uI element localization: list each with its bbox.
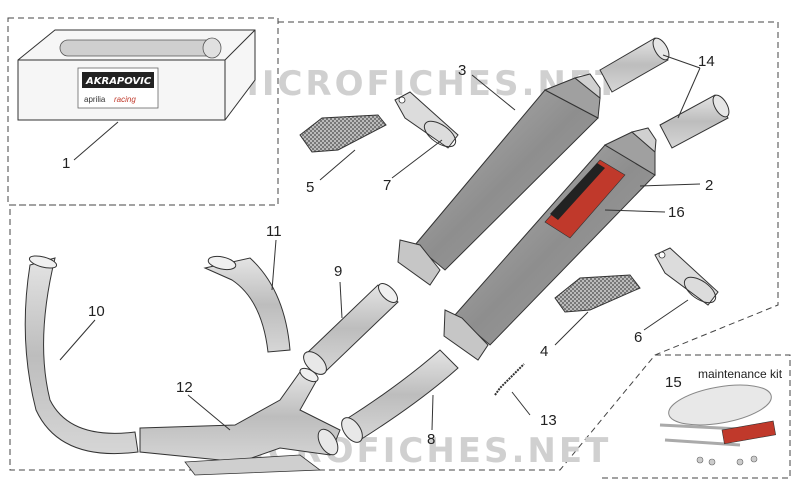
callout-9: 9 [334, 263, 342, 280]
callout-12: 12 [176, 379, 193, 396]
carbon-bracket-5 [299, 114, 387, 153]
callout-11: 11 [266, 223, 282, 240]
callout-4: 4 [540, 343, 548, 360]
box-logo-maker: aprilia [84, 95, 106, 104]
dashed-outline-maintenance-kit [600, 354, 791, 479]
header-pipe-10 [24, 255, 139, 455]
callout-7: 7 [383, 177, 391, 194]
callout-6: 6 [634, 329, 642, 346]
callout-1: 1 [62, 155, 70, 172]
maintenance-kit-label: maintenance kit [698, 367, 783, 381]
link-pipe-9 [303, 283, 399, 375]
callout-2: 2 [705, 177, 713, 194]
callout-13: 13 [540, 412, 557, 429]
end-tip-lower [659, 94, 730, 149]
box-logo-line: racing [114, 95, 136, 104]
muffler-upper [397, 73, 601, 286]
maintenance-kit-contents [659, 384, 776, 466]
callout-15: 15 [665, 374, 682, 391]
end-tip-upper [599, 37, 670, 93]
callout-14: 14 [698, 53, 715, 70]
callout-16: 16 [668, 204, 685, 221]
box-logo-brand: AKRAPOVIC [85, 76, 152, 87]
carbon-bracket-4 [554, 274, 641, 313]
callout-10: 10 [88, 303, 105, 320]
akrapovic-sticker [544, 159, 626, 239]
clamp-7 [394, 91, 459, 149]
collector-pipe-12 [139, 367, 341, 476]
callout-8: 8 [427, 431, 435, 448]
dashed-outline-main-group [9, 21, 779, 471]
dashed-outline-kit-box [7, 17, 279, 206]
center-pipe-8 [341, 349, 459, 443]
callout-5: 5 [306, 179, 314, 196]
bend-pipe-11 [203, 255, 291, 353]
spring-13 [494, 363, 525, 396]
muffler-lower [443, 127, 657, 361]
callout-3: 3 [458, 62, 466, 79]
clamp-6 [654, 247, 719, 306]
leader-lines [59, 54, 701, 431]
akrapovic-kit-box: AKRAPOVIC aprilia racing [17, 29, 256, 121]
